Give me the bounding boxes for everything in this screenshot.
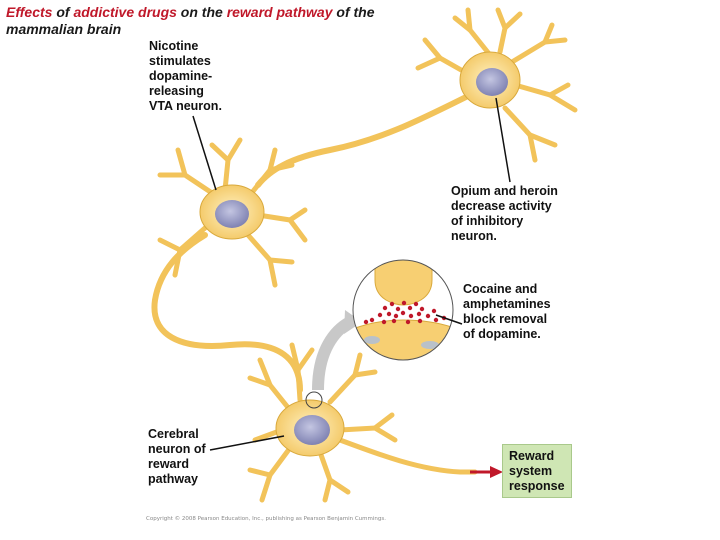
title-part-ofthe: of the	[332, 4, 375, 20]
vta-neuron	[151, 137, 308, 393]
zoom-circle-outline	[352, 259, 454, 361]
copyright-notice: Copyright © 2008 Pearson Education, Inc.…	[146, 516, 387, 522]
reward-response-box: Reward system response	[502, 444, 572, 498]
title-part-drugs: addictive drugs	[73, 4, 177, 20]
title-part-of: of	[52, 4, 74, 20]
title-part-on: on the	[176, 4, 227, 20]
title-part-effects: Effects	[6, 4, 53, 20]
label-cerebral-neuron: Cerebral neuron of reward pathway	[148, 427, 206, 486]
leader-cocaine	[435, 314, 463, 325]
label-opium-heroin: Opium and heroin decrease activity of in…	[451, 184, 558, 243]
label-cocaine-amphetamines: Cocaine and amphetamines block removal o…	[463, 282, 551, 341]
synapse-zoom	[353, 260, 453, 360]
zoom-arrow-head	[344, 310, 362, 334]
vta-nucleus	[215, 200, 249, 228]
leader-nicotine	[192, 115, 217, 191]
leader-lines	[192, 97, 511, 451]
synapse-marker	[305, 391, 323, 409]
diagram-title: Effects of addictive drugs on the reward…	[6, 4, 446, 38]
inhibitory-nucleus	[476, 68, 508, 96]
cerebral-neuron	[247, 342, 478, 503]
leader-opium	[495, 97, 511, 183]
leader-cerebral	[209, 435, 285, 451]
label-nicotine: Nicotine stimulates dopamine- releasing …	[149, 39, 222, 113]
title-part-brain: mammalian brain	[6, 21, 122, 37]
inhibitory-neuron	[255, 7, 578, 188]
cerebral-nucleus	[294, 415, 330, 445]
title-part-pathway: reward pathway	[226, 4, 333, 20]
dopamine-molecules	[363, 300, 447, 325]
output-arrow-head	[490, 466, 503, 478]
